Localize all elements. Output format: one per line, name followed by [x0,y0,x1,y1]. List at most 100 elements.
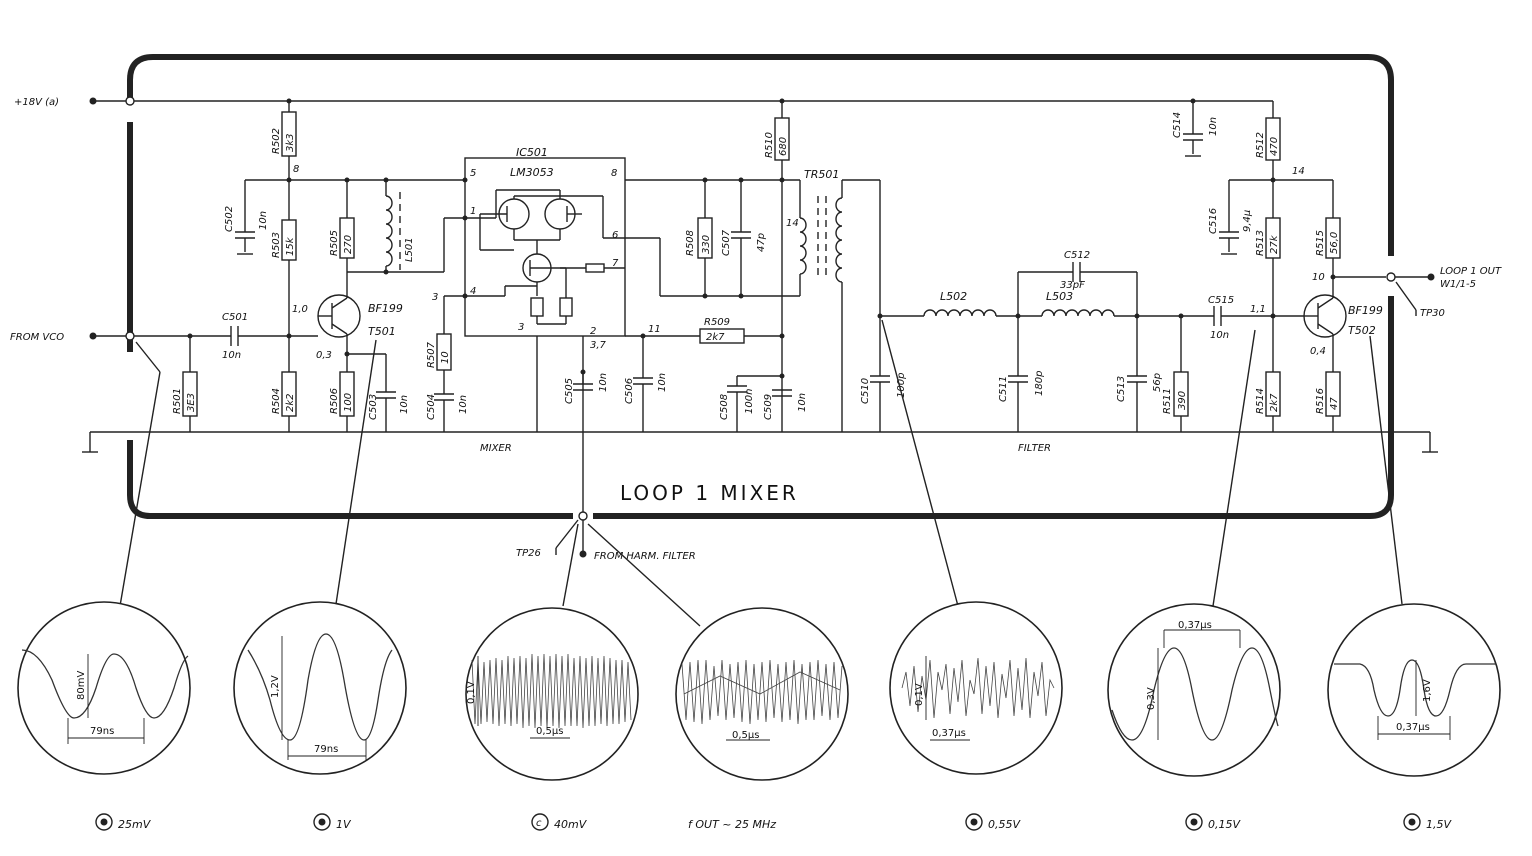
r505-label: R505 [329,230,340,256]
setting-6: 0,15V [1185,813,1241,831]
c502-label: C502 [224,206,235,232]
mixer-externals: R507 10 C504 10n C505 10n C506 10n R509 … [426,101,881,512]
ic-pin-1: 1 [470,206,476,217]
r515-label: R515 [1315,230,1326,256]
ic-pin-4: 4 [470,286,476,297]
ic-pin-6: 6 [612,230,618,241]
r502-value: 3k3 [285,133,296,152]
scope2-time: 79ns [314,744,338,755]
c505-label: C505 [564,378,575,404]
output-label: LOOP 1 OUT [1440,266,1502,277]
setting-3: c 40mV [531,813,588,831]
supply-rail: +18V (a) [14,96,1273,108]
c512-value: 33pF [1060,280,1085,291]
c506-label: C506 [624,378,635,404]
t501-label: T501 [368,325,396,338]
c510-value: 100p [896,373,907,398]
node-0-3: 0,3 [316,350,332,361]
c502-value: 10n [258,211,269,230]
scope7-amp: 1,6V [1422,679,1433,702]
c503-label: C503 [368,394,379,420]
node-10: 10 [1312,272,1325,283]
c514-label: C514 [1172,112,1183,138]
scope6-time: 0,37µs [1178,620,1212,631]
filter-section: C510 100p L502 L503 C512 33pF C511 180p [860,250,1304,432]
r509-label: R509 [704,317,730,328]
r511-value: 390 [1177,391,1188,410]
r512-value: 470 [1269,137,1280,156]
scope-5: 0,1V 0,37µs [889,601,1063,775]
r503-label: R503 [271,232,282,258]
r502-label: R502 [271,128,282,154]
c513-value: 56p [1152,373,1163,392]
setting-1-label: 25mV [118,818,152,831]
scope-4: 0,5µs [675,607,849,781]
r510-label: R510 [764,132,775,158]
node-0-4: 0,4 [1310,346,1326,357]
c505-value: 10n [598,373,609,392]
l501-label: L501 [404,237,415,262]
scope3-time: 0,5µs [536,726,563,737]
node-8: 8 [293,164,299,175]
setting-2: 1V [313,813,352,831]
c515-label: C515 [1208,295,1234,306]
c501-value: 10n [222,350,241,361]
r503-value: 15k [285,236,296,256]
ic-pin-2: 2 [590,326,596,337]
r506-label: R506 [329,388,340,414]
r506-value: 100 [343,393,354,412]
scope-2: 1,2V 79ns [233,601,407,775]
c507-value: 47p [756,233,767,252]
scope5-time: 0,37µs [932,728,966,739]
scope6-amp: 0,3V [1146,687,1157,710]
setting-3-icon: c [536,818,542,829]
scope-1: 80mV 79ns [17,601,191,775]
c506-value: 10n [657,373,668,392]
r505-value: 270 [343,235,354,254]
setting-5-label: 0,55V [988,818,1021,831]
c516-value: 9,4µ [1242,210,1253,232]
scope1-amp: 80mV [76,671,87,700]
r509-value: 2k7 [706,332,725,343]
r512-label: R512 [1255,132,1266,158]
ic-pin-3: 3 [518,322,524,333]
c508-label: C508 [719,394,730,420]
r501-label: R501 [172,388,183,414]
r515-value: 56,0 [1329,232,1340,254]
l502-label: L502 [940,290,967,303]
c515-value: 10n [1210,330,1229,341]
r513-value: 27k [1269,234,1280,254]
harmonic-input: FROM HARM. FILTER TP26 [516,511,696,562]
r507-value: 10 [440,351,451,364]
scope-7: 1,6V 0,37µs [1327,603,1501,777]
scope4-time: 0,5µs [732,730,759,741]
tp26-label: TP26 [516,548,541,559]
l503-label: L503 [1046,290,1073,303]
ic501-ref: IC501 [516,146,548,159]
setting-5: 0,55V [965,813,1021,831]
setting-6-label: 0,15V [1208,818,1241,831]
r501-value: 3E3 [186,393,197,412]
tp30-label: TP30 [1420,308,1445,319]
ground-rail [82,431,1438,453]
ic-pin-5: 5 [470,168,476,179]
c511-value: 180p [1034,371,1045,396]
c509-value: 10n [797,393,808,412]
output-ref: W1/1-5 [1440,279,1476,290]
r516-label: R516 [1315,388,1326,414]
probe-settings: 25mV 1V c 40mV f OUT ~ 25 MHz 0,55V 0,15… [95,813,1452,831]
scope7-time: 0,37µs [1396,722,1430,733]
scope3-amp: 0,1V [466,681,477,704]
c504-label: C504 [426,394,437,420]
t502-label: T502 [1348,324,1376,337]
c513-label: C513 [1116,376,1127,402]
r508-label: R508 [685,230,696,256]
ic501-part: LM3053 [510,166,554,179]
module-title: LOOP 1 MIXER [620,481,799,505]
setting-4-label: f OUT ~ 25 MHz [688,818,776,831]
c509-label: C509 [763,394,774,420]
scope1-time: 79ns [90,726,114,737]
r510-value: 680 [778,137,789,156]
setting-1: 25mV [95,813,152,831]
